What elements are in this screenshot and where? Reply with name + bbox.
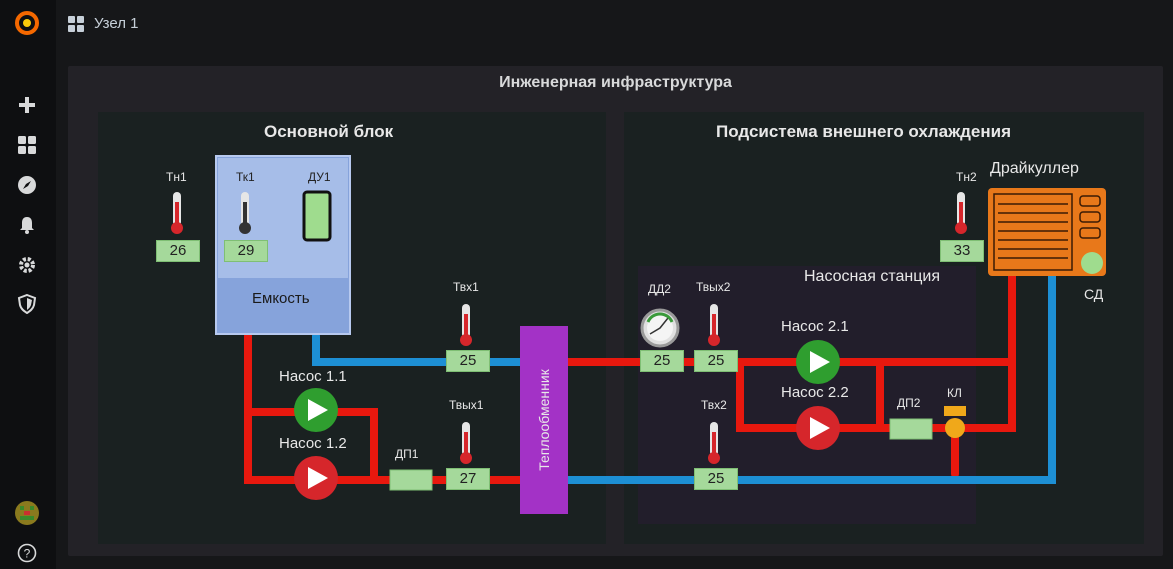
pump22-label: Насос 2.2	[781, 384, 849, 401]
grafana-logo-icon[interactable]	[14, 10, 40, 36]
breadcrumb[interactable]: Узел 1	[94, 15, 139, 32]
dd2-value: 25	[640, 350, 684, 372]
tvyx1-label: Твых1	[449, 398, 484, 412]
tn1-label: Тн1	[166, 170, 187, 184]
scheme-svg	[98, 112, 1144, 544]
thermometer-icon	[171, 192, 183, 234]
grid-icon	[68, 16, 84, 37]
pump11-label: Насос 1.1	[279, 368, 347, 385]
tvx1-value: 25	[446, 350, 490, 372]
sidebar: ?	[0, 0, 56, 569]
pump21-label: Насос 2.1	[781, 318, 849, 335]
dd2-label: ДД2	[648, 282, 671, 296]
thermometer-icon	[460, 422, 472, 464]
tvyx2-label: Твых2	[696, 280, 731, 294]
explore-icon[interactable]	[14, 172, 40, 198]
valve-icon[interactable]	[944, 406, 966, 438]
pump-icon[interactable]	[796, 406, 840, 450]
tvx2-value: 25	[694, 468, 738, 490]
tvyx2-value: 25	[694, 350, 738, 372]
thermometer-icon	[239, 192, 251, 234]
level-sensor-du1	[302, 190, 332, 242]
main-block-title: Основной блок	[264, 122, 394, 141]
pump-station-title: Насосная станция	[804, 268, 941, 285]
pump-icon[interactable]	[294, 456, 338, 500]
tank-label: Емкость	[252, 290, 310, 307]
pump-icon[interactable]	[294, 388, 338, 432]
drycooler-sensor-sd	[1081, 252, 1103, 274]
pump12-label: Насос 1.2	[279, 435, 347, 452]
svg-text:?: ?	[24, 547, 31, 561]
top-bar: Узел 1	[56, 0, 1173, 46]
tn2-value: 33	[940, 240, 984, 262]
avatar[interactable]	[14, 500, 40, 526]
pressure-sensor-dp2	[889, 418, 933, 440]
cooling-title: Подсистема внешнего охлаждения	[716, 122, 1012, 141]
heat-exchanger-label: Теплообменник	[536, 369, 552, 471]
sd-label: СД	[1084, 286, 1104, 302]
pressure-sensor-dp1	[389, 469, 433, 491]
bell-icon[interactable]	[14, 212, 40, 238]
thermometer-icon	[460, 304, 472, 346]
drycooler-grille	[993, 193, 1101, 271]
tk1-value: 29	[224, 240, 268, 262]
tn1-value: 26	[156, 240, 200, 262]
thermometer-icon	[955, 192, 967, 234]
kl-label: КЛ	[947, 386, 962, 400]
drycooler	[988, 188, 1106, 276]
thermometer-icon	[708, 304, 720, 346]
dp2-label: ДП2	[897, 396, 921, 410]
tvx1-label: Твх1	[453, 280, 479, 294]
tn2-label: Тн2	[956, 170, 977, 184]
help-icon[interactable]: ?	[14, 540, 40, 566]
tk1-label: Тк1	[236, 170, 255, 184]
panel-title: Инженерная инфраструктура	[499, 74, 732, 91]
scheme-panel: Инженерная инфраструктура	[68, 66, 1163, 556]
heat-exchanger	[520, 326, 568, 514]
tvyx1-value: 27	[446, 468, 490, 490]
du1-label: ДУ1	[308, 170, 331, 184]
shield-icon[interactable]	[14, 291, 40, 317]
drycooler-label: Драйкуллер	[990, 160, 1079, 177]
dp1-label: ДП1	[395, 447, 419, 461]
pressure-gauge-icon	[640, 308, 680, 348]
gear-icon[interactable]	[14, 252, 40, 278]
pump-icon[interactable]	[796, 340, 840, 384]
dashboards-icon[interactable]	[14, 132, 40, 158]
tvx2-label: Твх2	[701, 398, 727, 412]
plus-icon[interactable]	[14, 92, 40, 118]
thermometer-icon	[708, 422, 720, 464]
